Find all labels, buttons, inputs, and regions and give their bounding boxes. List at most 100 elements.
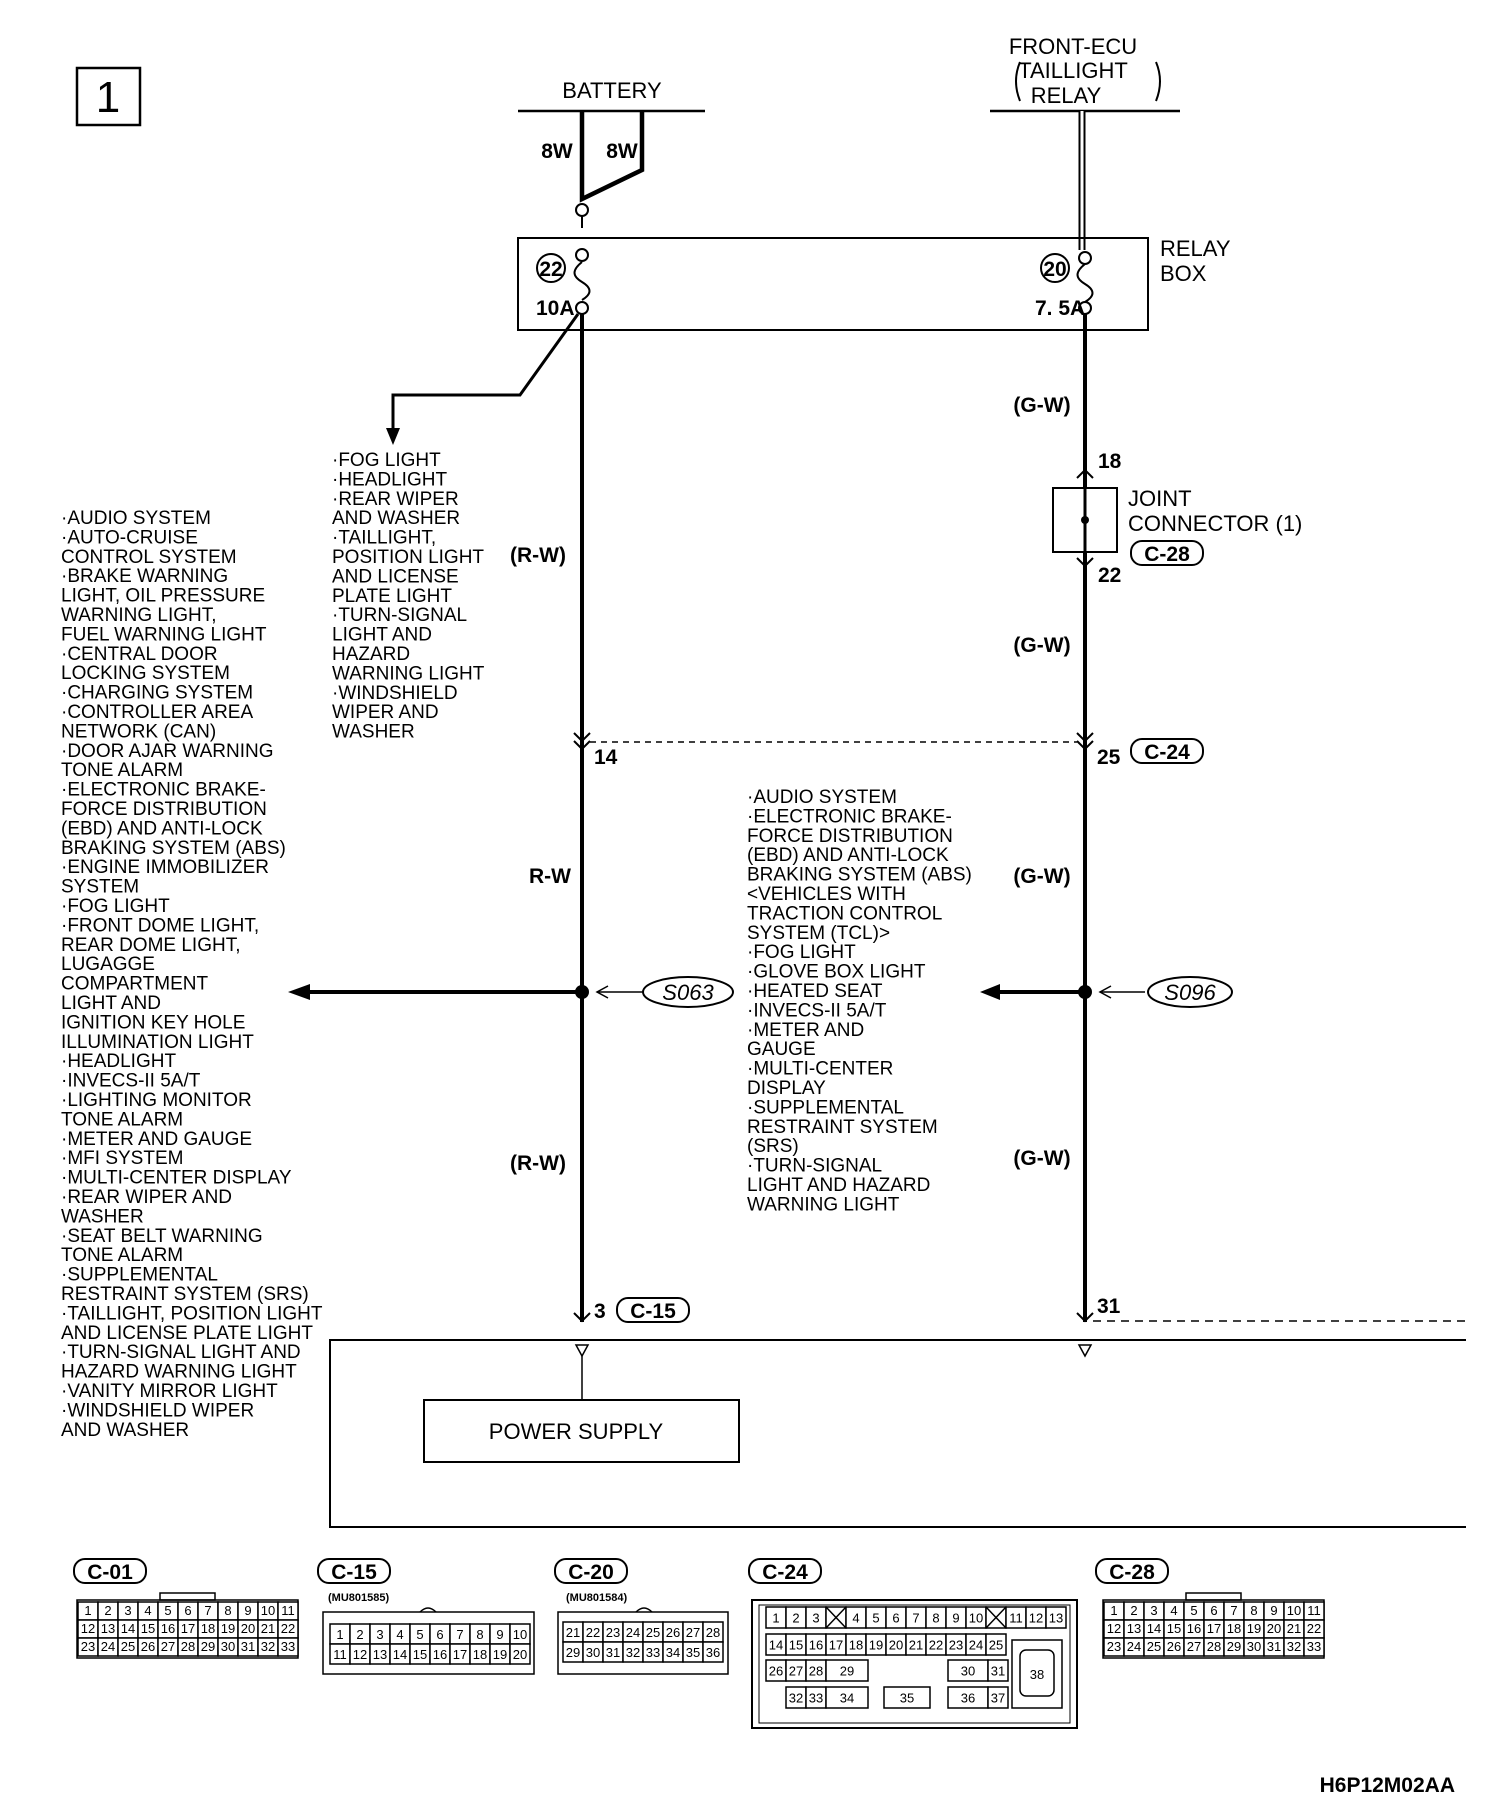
list-line: ·ELECTRONIC BRAKE- (747, 806, 952, 827)
list-line: ·ELECTRONIC BRAKE- (61, 780, 266, 801)
battery-wire (579, 111, 645, 203)
connector-code-box (317, 1558, 391, 1584)
list-line: TONE ALARM (61, 1109, 183, 1130)
list-line: FORCE DISTRIBUTION (747, 826, 953, 847)
splice-s063-label: S063 (662, 980, 714, 1005)
pin-number: 11 (281, 1603, 295, 1618)
relay-box (517, 237, 1149, 331)
pin-number: 12 (1029, 1611, 1043, 1626)
pin-number: 27 (789, 1664, 803, 1679)
list-line: FUEL WARNING LIGHT (61, 624, 267, 645)
list-line: ·VANITY MIRROR LIGHT (61, 1381, 278, 1402)
page-number: 1 (96, 73, 120, 122)
fuse-branch-wire (391, 313, 580, 430)
pin-number: 3 (1150, 1603, 1157, 1618)
pin-number: 23 (1107, 1639, 1121, 1654)
s063-branch-list: ·AUDIO SYSTEM·AUTO-CRUISE CONTROL SYSTEM… (61, 508, 323, 1441)
pin-number: 10 (513, 1627, 527, 1642)
list-line: NETWORK (CAN) (61, 721, 216, 742)
wire-color-gw-3: (G-W) (1013, 865, 1070, 888)
pin-number: 7 (912, 1611, 919, 1626)
pin-number: 2 (104, 1603, 111, 1618)
pin-number: 32 (626, 1645, 640, 1660)
connector-code-box (554, 1558, 628, 1584)
pin-number: 8 (476, 1627, 483, 1642)
list-line: LIGHT AND HAZARD (747, 1175, 930, 1196)
list-line: (EBD) AND ANTI-LOCK (61, 818, 263, 839)
pin-number: 14 (769, 1638, 783, 1653)
pin-number: 9 (952, 1611, 959, 1626)
list-line: ·SUPPLEMENTAL (61, 1265, 218, 1286)
list-line: TONE ALARM (61, 760, 183, 781)
pin-number: 20 (1267, 1621, 1281, 1636)
pin-cell (825, 1686, 869, 1709)
pin-number: 12 (81, 1621, 95, 1636)
pin-number: 13 (373, 1647, 387, 1662)
pin-number: 18 (201, 1621, 215, 1636)
joint-connector-label-1: JOINT (1128, 486, 1192, 511)
pin-number: 15 (1167, 1621, 1181, 1636)
pin-number: 2 (356, 1627, 363, 1642)
pin-cell (985, 1633, 1007, 1656)
pin-number: 2 (1130, 1603, 1137, 1618)
front-ecu-label-1: FRONT-ECU (1009, 34, 1137, 59)
list-line: (SRS) (747, 1136, 799, 1157)
pin-number: 5 (872, 1611, 879, 1626)
pin-number: 20 (889, 1638, 903, 1653)
wire-color-gw-1: (G-W) (1013, 394, 1070, 417)
figure-id: H6P12M02AA (1320, 1774, 1455, 1797)
power-supply-box (423, 1399, 740, 1463)
pin-number: 11 (333, 1647, 347, 1662)
list-line: (EBD) AND ANTI-LOCK (747, 845, 949, 866)
pin-number: 25 (646, 1625, 660, 1640)
pin-number: 16 (161, 1621, 175, 1636)
pin-number: 7 (1230, 1603, 1237, 1618)
list-line: LOCKING SYSTEM (61, 663, 230, 684)
splice-s096-label: S096 (1164, 980, 1216, 1005)
pin-number: 10 (261, 1603, 275, 1618)
connector-code: C-28 (1109, 1561, 1155, 1584)
pin-number: 21 (566, 1625, 580, 1640)
pin-number: 34 (840, 1691, 854, 1706)
pin-number: 10 (969, 1611, 983, 1626)
list-line: ·INVECS-II 5A/T (61, 1071, 201, 1092)
list-line: COMPARTMENT (61, 974, 208, 995)
splice-s063-arrow (288, 984, 310, 1000)
joint-pin-in: 18 (1098, 450, 1122, 473)
s096-branch-list: ·AUDIO SYSTEM·ELECTRONIC BRAKE- FORCE DI… (747, 787, 972, 1215)
list-line: TONE ALARM (61, 1245, 183, 1266)
pin-number: 29 (1227, 1639, 1241, 1654)
pin-number: 13 (101, 1621, 115, 1636)
list-line: IGNITION KEY HOLE (61, 1012, 245, 1033)
pin-number: 30 (586, 1645, 600, 1660)
list-line: AND LICENSE (332, 566, 459, 587)
list-line: GAUGE (747, 1039, 816, 1060)
pin-number: 22 (929, 1638, 943, 1653)
list-line: AND WASHER (332, 508, 460, 529)
pin-number: 32 (1287, 1639, 1301, 1654)
pin-number: 36 (961, 1691, 975, 1706)
pin-number: 7 (204, 1603, 211, 1618)
pin-number: 29 (566, 1645, 580, 1660)
list-line: ·ENGINE IMMOBILIZER (61, 857, 269, 878)
list-line: LIGHT AND (332, 625, 432, 646)
pin-number: 18 (1227, 1621, 1241, 1636)
list-line: AND LICENSE PLATE LIGHT (61, 1323, 313, 1344)
pin-number: 33 (281, 1639, 295, 1654)
fuse-branch-arrow (386, 428, 400, 445)
pin-number: 10 (1287, 1603, 1301, 1618)
fuse-20 (1076, 263, 1094, 303)
pin-number: 24 (1127, 1639, 1141, 1654)
pin-number: 4 (852, 1611, 859, 1626)
pin-number: 25 (121, 1639, 135, 1654)
c15-code-box (616, 1297, 690, 1323)
pin-number: 17 (181, 1621, 195, 1636)
list-line: CONTROL SYSTEM (61, 547, 237, 568)
pin-number: 27 (686, 1625, 700, 1640)
fuse-22-number: 22 (539, 258, 562, 281)
pin-number: 23 (949, 1638, 963, 1653)
pin-number: 30 (1247, 1639, 1261, 1654)
connector-code-box (1095, 1558, 1169, 1584)
list-line: FORCE DISTRIBUTION (61, 799, 267, 820)
